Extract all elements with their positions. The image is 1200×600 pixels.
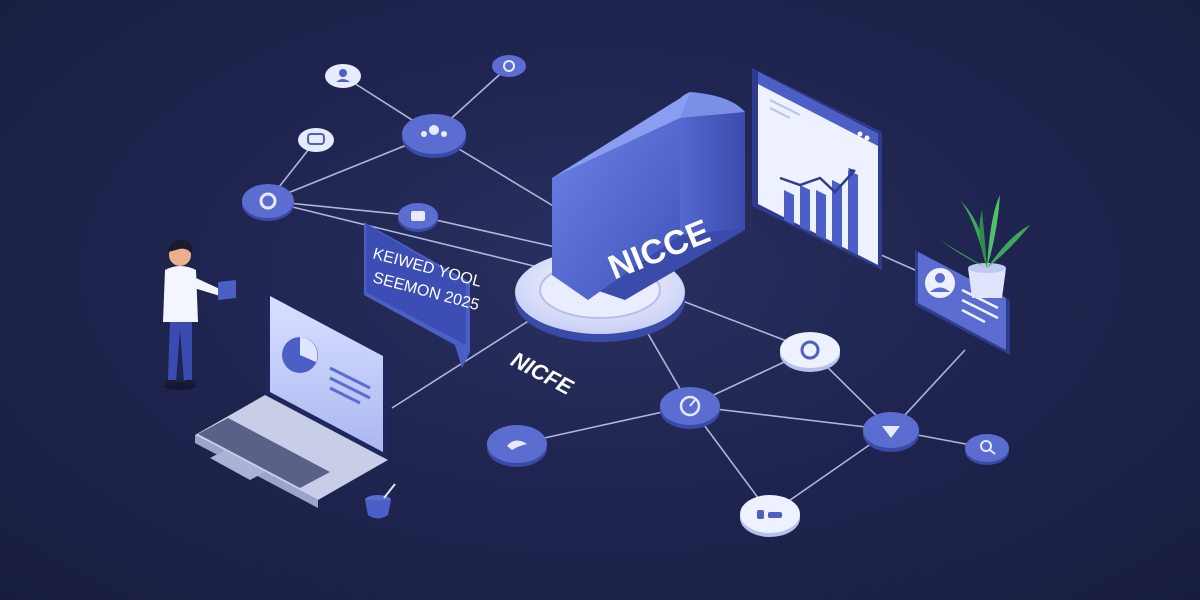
network-nodes (242, 55, 1009, 537)
chat-icon (298, 128, 334, 152)
target-icon (492, 55, 526, 77)
person-figure (163, 239, 236, 390)
laptop-illustration (195, 290, 388, 508)
central-box: NICCE (552, 92, 745, 300)
user-icon (325, 64, 361, 88)
bird-icon (487, 425, 547, 467)
gear-icon (242, 184, 294, 221)
magnifier-icon (965, 434, 1009, 465)
gauge-icon (660, 387, 720, 429)
plant-illustration (940, 195, 1030, 298)
check-icon (863, 412, 919, 452)
image-icon (398, 203, 438, 232)
mug-illustration (365, 483, 396, 519)
profile-card-illustration (915, 250, 1010, 355)
people-icon (402, 114, 466, 158)
dots-icon (740, 495, 800, 537)
search-icon (780, 332, 840, 372)
floor-label-text: NICFE (507, 347, 578, 401)
speech-bubble: KEIWED YOOL SEEMON 2025 (364, 222, 483, 368)
bar-chart-panel-illustration (752, 68, 882, 270)
chart-bars (784, 170, 858, 255)
